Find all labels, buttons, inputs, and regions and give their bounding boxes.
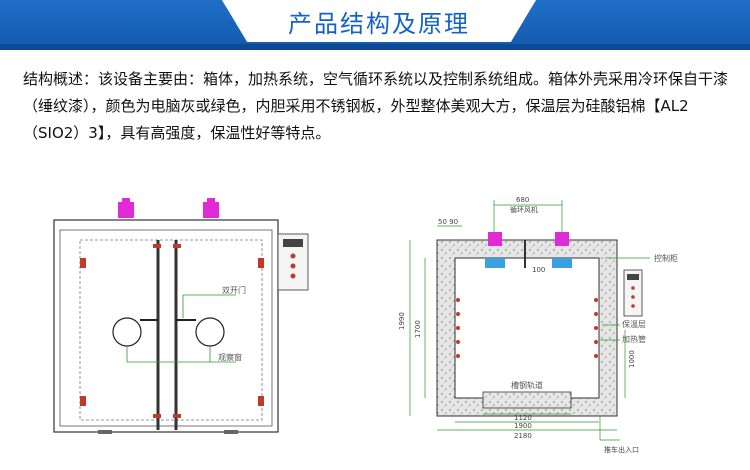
fan-right-icon (203, 202, 219, 218)
control-panel (623, 269, 643, 317)
dim-outer-width: 2180 (514, 432, 532, 440)
dim-inner-width: 1120 (514, 414, 532, 422)
fan-left-icon (488, 232, 502, 246)
dim-center: 100 (532, 266, 545, 274)
front-cabinet (53, 219, 279, 433)
fan-left-icon (118, 202, 134, 218)
description-paragraph: 结构概述：该设备主要由：箱体，加热系统，空气循环系统以及控制系统组成。箱体外壳采… (23, 70, 729, 142)
title-box: 产品结构及原理 (222, 0, 536, 42)
dim-left: 50 90 (438, 218, 458, 226)
label-fan: 循环风机 (510, 205, 538, 214)
inner-chamber (454, 257, 600, 399)
dim-height-inner: 1700 (414, 320, 422, 338)
fan-right-icon (555, 232, 569, 246)
dim-top: 680 (516, 196, 529, 204)
page-title: 产品结构及原理 (288, 9, 470, 38)
label-window: 观察窗 (218, 352, 242, 362)
label-door: 双开门 (222, 285, 246, 295)
label-control-cabinet: 控制柜 (654, 253, 678, 263)
label-insulation: 保温层 (622, 319, 646, 329)
label-bottom: 推车出入口 (604, 445, 639, 454)
dim-mid-width: 1900 (514, 422, 532, 430)
label-rail: 槽钢轨道 (511, 380, 543, 390)
dim-right: 1000 (628, 350, 636, 368)
dim-height-outer: 1990 (398, 312, 406, 330)
label-heater: 加热管 (622, 334, 646, 344)
